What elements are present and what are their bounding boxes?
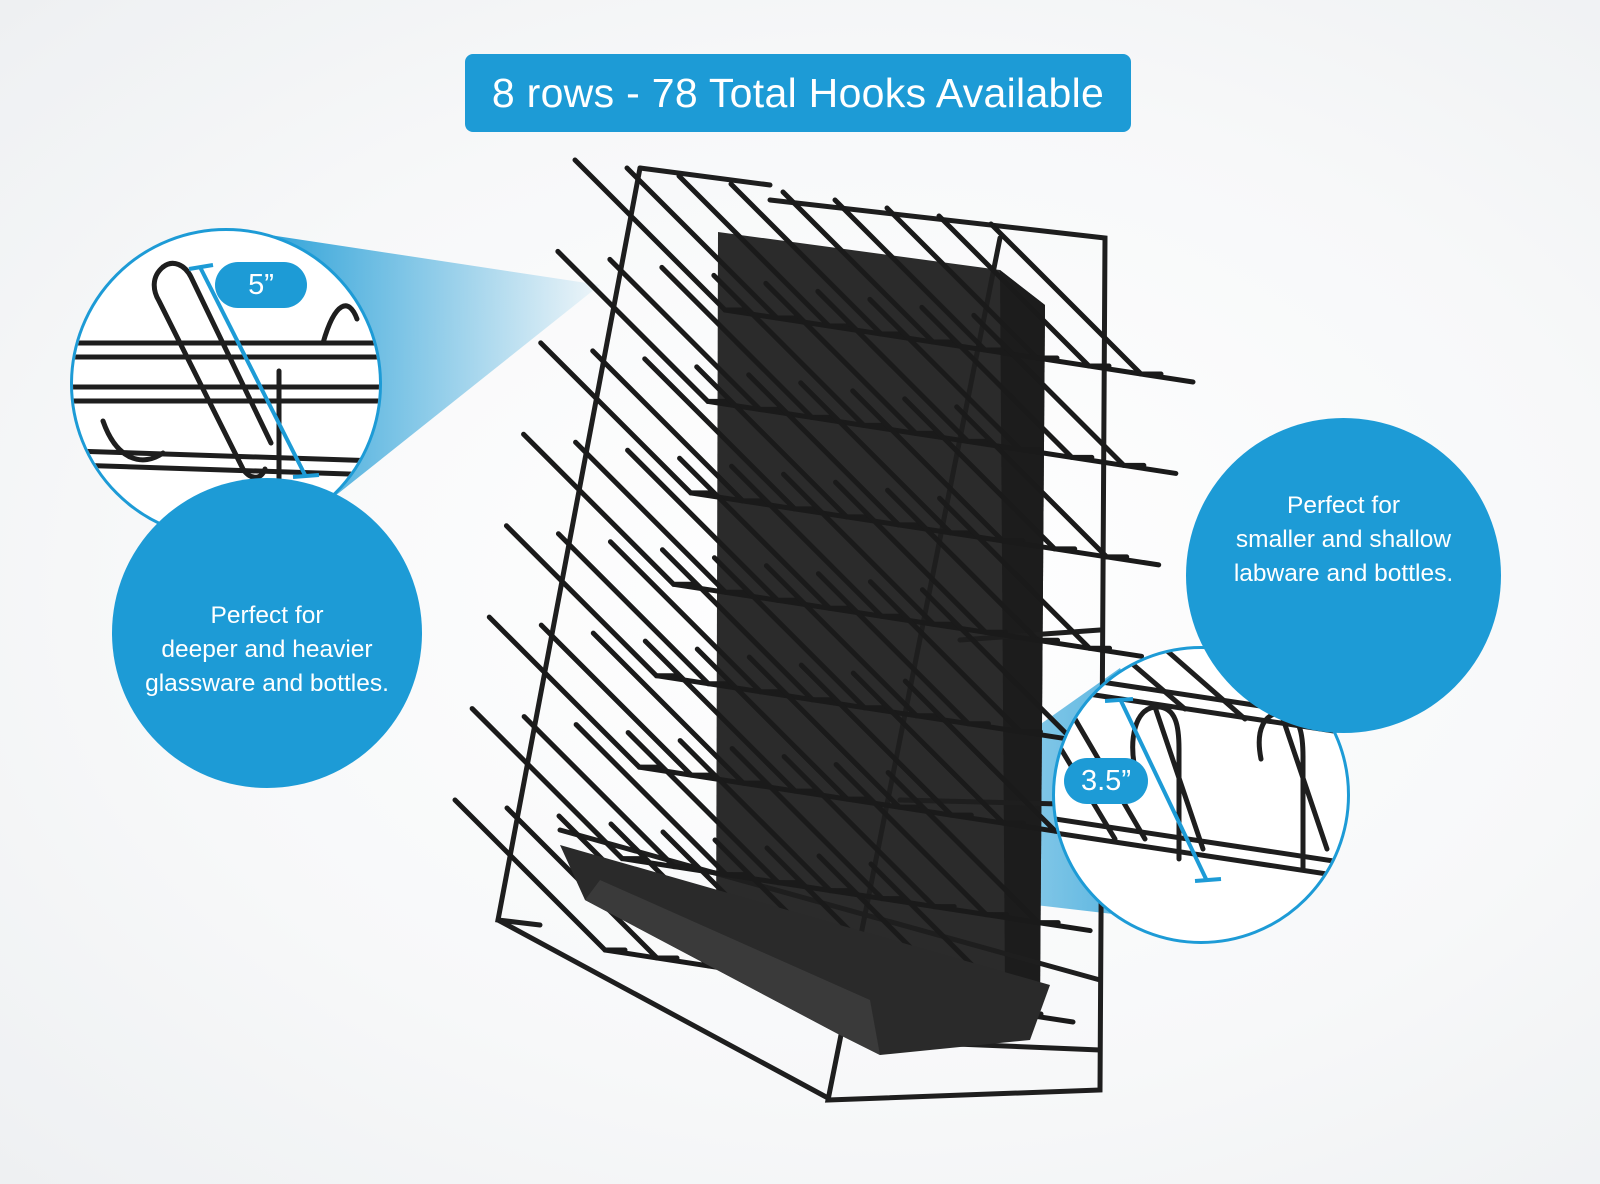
info-bubble-right: Perfect for smaller and shallow labware … bbox=[1186, 418, 1501, 733]
rack-hook bbox=[469, 706, 645, 862]
dimension-line-right bbox=[1104, 697, 1222, 883]
info-line: smaller and shallow bbox=[1235, 525, 1452, 553]
info-bubble-left: Perfect for deeper and heavier glassware… bbox=[112, 478, 422, 788]
rack-hook bbox=[503, 523, 679, 679]
rack-hook bbox=[486, 614, 662, 770]
dimension-label-left: 5” bbox=[215, 262, 307, 308]
info-line: glassware and bottles. bbox=[145, 670, 389, 697]
info-line: deeper and heavier bbox=[161, 636, 373, 663]
info-line: Perfect for bbox=[1286, 491, 1400, 519]
info-line: labware and bottles. bbox=[1233, 559, 1454, 587]
headline-banner: 8 rows - 78 Total Hooks Available bbox=[465, 54, 1131, 132]
rack-hooks bbox=[452, 157, 1196, 1025]
drip-tray bbox=[560, 845, 1050, 1055]
info-line: Perfect for bbox=[210, 602, 324, 629]
dimension-label-right: 3.5” bbox=[1064, 758, 1148, 804]
dimension-line-left bbox=[188, 263, 320, 479]
rack-hook bbox=[555, 248, 731, 404]
hook-closeup-left bbox=[73, 260, 379, 537]
rack-hook bbox=[521, 431, 697, 587]
rack-hook bbox=[538, 340, 714, 496]
